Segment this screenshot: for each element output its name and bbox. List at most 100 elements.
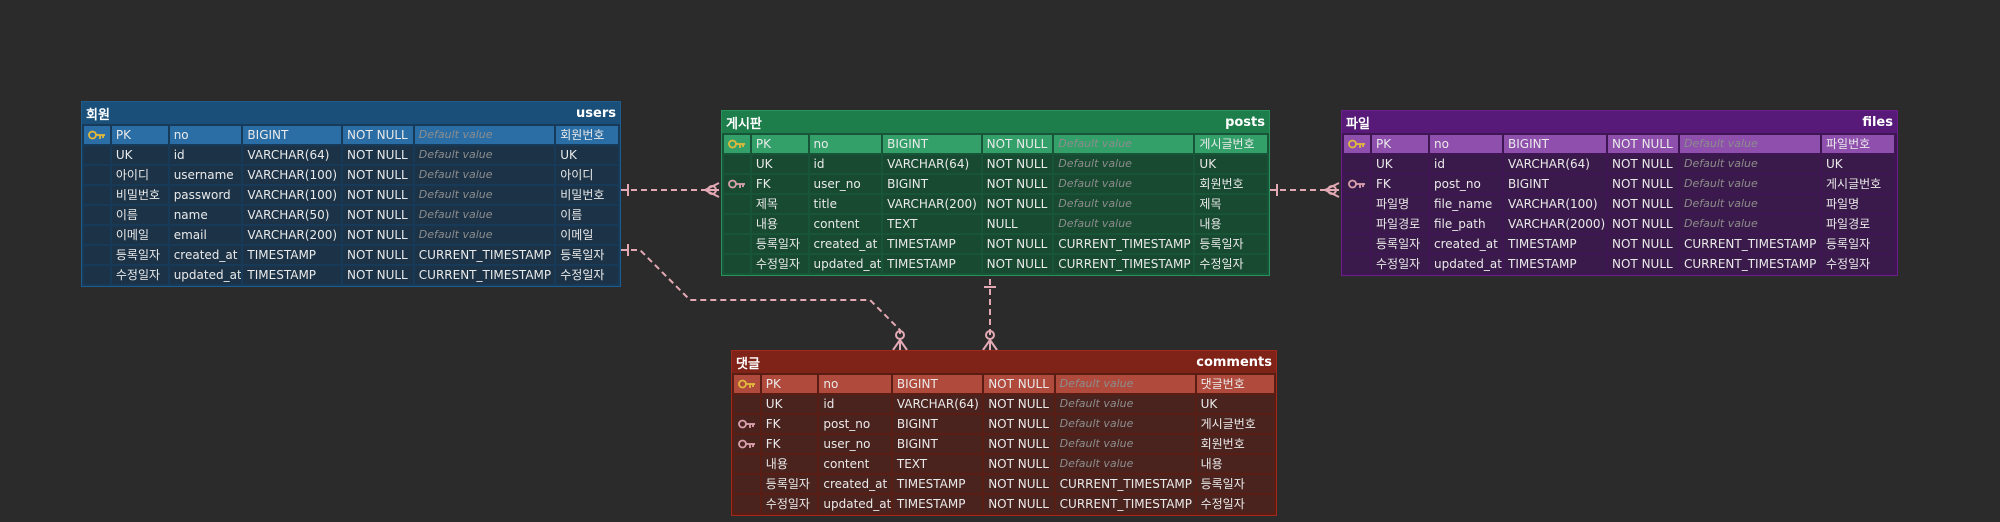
- column-name-cell: updated_at: [809, 255, 882, 273]
- default-value-cell: Default value: [1055, 455, 1195, 473]
- primary-key-icon: [737, 378, 756, 390]
- relation-users-posts: [621, 182, 720, 198]
- key-cell: 등록일자: [1372, 235, 1428, 253]
- data-type-cell: VARCHAR(100): [243, 186, 342, 204]
- comment-cell: 댓글번호: [1196, 375, 1274, 393]
- key-cell: 내용: [751, 215, 808, 233]
- comment-cell: 이름: [556, 206, 618, 224]
- key-icon-cell: [84, 266, 110, 284]
- comment-cell: UK: [1822, 155, 1894, 173]
- default-value-cell: Default value: [1680, 195, 1820, 213]
- key-icon-cell: [1344, 175, 1370, 193]
- default-value-cell: Default value: [414, 186, 555, 204]
- data-type-cell: VARCHAR(200): [243, 226, 342, 244]
- column-name-cell: id: [819, 395, 891, 413]
- key-cell: 등록일자: [761, 475, 818, 493]
- data-type-cell: TIMESTAMP: [1504, 255, 1606, 273]
- table-physical-name: posts: [1225, 114, 1265, 130]
- key-cell: UK: [761, 395, 818, 413]
- nullable-cell: NOT NULL: [982, 255, 1053, 273]
- key-icon-cell: [734, 415, 760, 433]
- column-name-cell: post_no: [819, 415, 891, 433]
- default-value-cell: CURRENT_TIMESTAMP: [1680, 235, 1820, 253]
- column-name-cell: no: [169, 126, 242, 144]
- column-name-cell: file_name: [1430, 195, 1502, 213]
- nullable-cell: NOT NULL: [343, 226, 413, 244]
- default-value-cell: CURRENT_TIMESTAMP: [414, 246, 555, 264]
- key-cell: FK: [1372, 175, 1428, 193]
- data-type-cell: BIGINT: [892, 375, 983, 393]
- table-header[interactable]: 회원 users: [82, 102, 620, 124]
- key-cell: UK: [1372, 155, 1428, 173]
- key-cell: 수정일자: [1372, 255, 1428, 273]
- data-type-cell: BIGINT: [1504, 135, 1606, 153]
- data-type-cell: TEXT: [892, 455, 983, 473]
- data-type-cell: BIGINT: [1504, 175, 1606, 193]
- table-header[interactable]: 게시판 posts: [722, 111, 1269, 133]
- default-value-cell: Default value: [1680, 215, 1820, 233]
- nullable-cell: NOT NULL: [1608, 195, 1678, 213]
- table-header[interactable]: 파일 files: [1342, 111, 1897, 133]
- default-value-cell: Default value: [1054, 135, 1194, 153]
- comment-cell: 등록일자: [1196, 475, 1274, 493]
- nullable-cell: NOT NULL: [343, 246, 413, 264]
- default-value-cell: CURRENT_TIMESTAMP: [1680, 255, 1820, 273]
- table-logical-name: 파일: [1346, 116, 1370, 132]
- nullable-cell: NOT NULL: [984, 495, 1054, 513]
- foreign-key-icon: [737, 418, 756, 430]
- key-icon-cell: [724, 235, 750, 253]
- key-icon-cell: [84, 226, 110, 244]
- nullable-cell: NOT NULL: [1608, 135, 1678, 153]
- key-icon-cell: [84, 146, 110, 164]
- key-cell: 아이디: [111, 166, 168, 184]
- key-icon-cell: [734, 475, 760, 493]
- data-type-cell: VARCHAR(64): [1504, 155, 1606, 173]
- table-header[interactable]: 댓글 comments: [732, 351, 1276, 373]
- default-value-cell: CURRENT_TIMESTAMP: [1054, 255, 1194, 273]
- nullable-cell: NOT NULL: [343, 166, 413, 184]
- key-cell: UK: [111, 146, 168, 164]
- default-value-cell: Default value: [414, 166, 555, 184]
- column-name-cell: content: [819, 455, 891, 473]
- default-value-cell: Default value: [1055, 415, 1195, 433]
- key-cell: FK: [751, 175, 808, 193]
- column-name-cell: file_path: [1430, 215, 1502, 233]
- column-name-cell: username: [169, 166, 242, 184]
- nullable-cell: NOT NULL: [982, 175, 1053, 193]
